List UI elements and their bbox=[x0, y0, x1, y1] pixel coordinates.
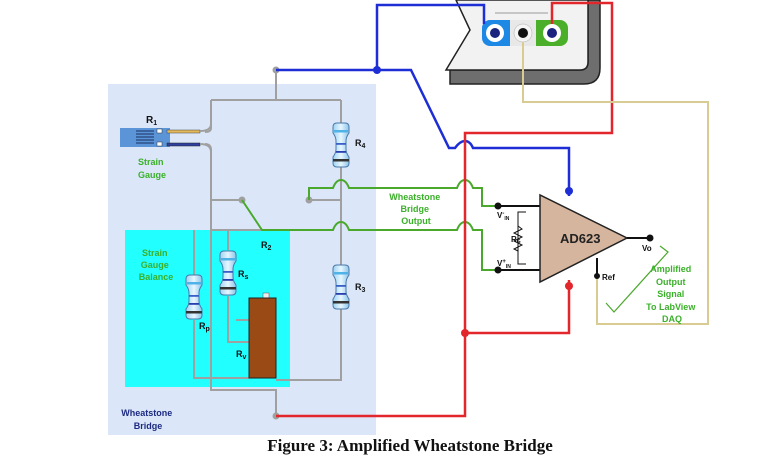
label-rs: Rs bbox=[238, 269, 249, 281]
label-rg: RG bbox=[511, 235, 521, 245]
tan-ground-wire bbox=[522, 42, 709, 325]
label-ref: Ref bbox=[602, 273, 615, 282]
output-signal-bracket bbox=[605, 245, 669, 313]
label-amplified-output: Amplified Output Signal To LabView DAQ bbox=[646, 264, 698, 324]
label-ad623: AD623 bbox=[560, 231, 600, 246]
bridge-wires bbox=[193, 70, 342, 416]
red-junction bbox=[461, 329, 469, 337]
label-wheatstone-bridge: Wheatstone Bridge bbox=[121, 408, 175, 431]
label-r2: R2 bbox=[261, 240, 272, 252]
vo-terminal[interactable] bbox=[646, 234, 654, 242]
label-vin-plus: V+IN bbox=[497, 259, 511, 270]
potentiometer-rv[interactable] bbox=[248, 292, 277, 379]
daq-terminal-block bbox=[482, 12, 568, 46]
label-strain-gauge-balance: Strain Gauge Balance bbox=[139, 248, 174, 282]
blue-junction bbox=[373, 66, 381, 74]
amp-vplus-supply-node bbox=[565, 187, 573, 195]
bridge-output-wires bbox=[241, 178, 498, 271]
label-r4: R4 bbox=[355, 138, 366, 150]
label-vo: Vo bbox=[642, 244, 652, 253]
label-r3: R3 bbox=[355, 282, 366, 294]
label-strain-gauge: Strain Gauge bbox=[138, 157, 166, 180]
ref-terminal[interactable] bbox=[594, 273, 600, 279]
label-rv: Rv bbox=[236, 349, 247, 361]
amplifier-ad623[interactable] bbox=[494, 193, 654, 284]
red-wire bbox=[276, 1, 614, 418]
strain-gauge-r1[interactable] bbox=[120, 123, 212, 153]
figure-caption: Figure 3: Amplified Wheatstone Bridge bbox=[267, 436, 553, 455]
label-r1: R1 bbox=[146, 115, 157, 127]
label-rp: Rp bbox=[199, 321, 210, 333]
amp-vminus-supply-node bbox=[565, 282, 573, 290]
label-wheatstone-bridge-output: Wheatstone Bridge Output bbox=[389, 192, 443, 226]
label-vin-minus: V-IN bbox=[497, 211, 510, 222]
